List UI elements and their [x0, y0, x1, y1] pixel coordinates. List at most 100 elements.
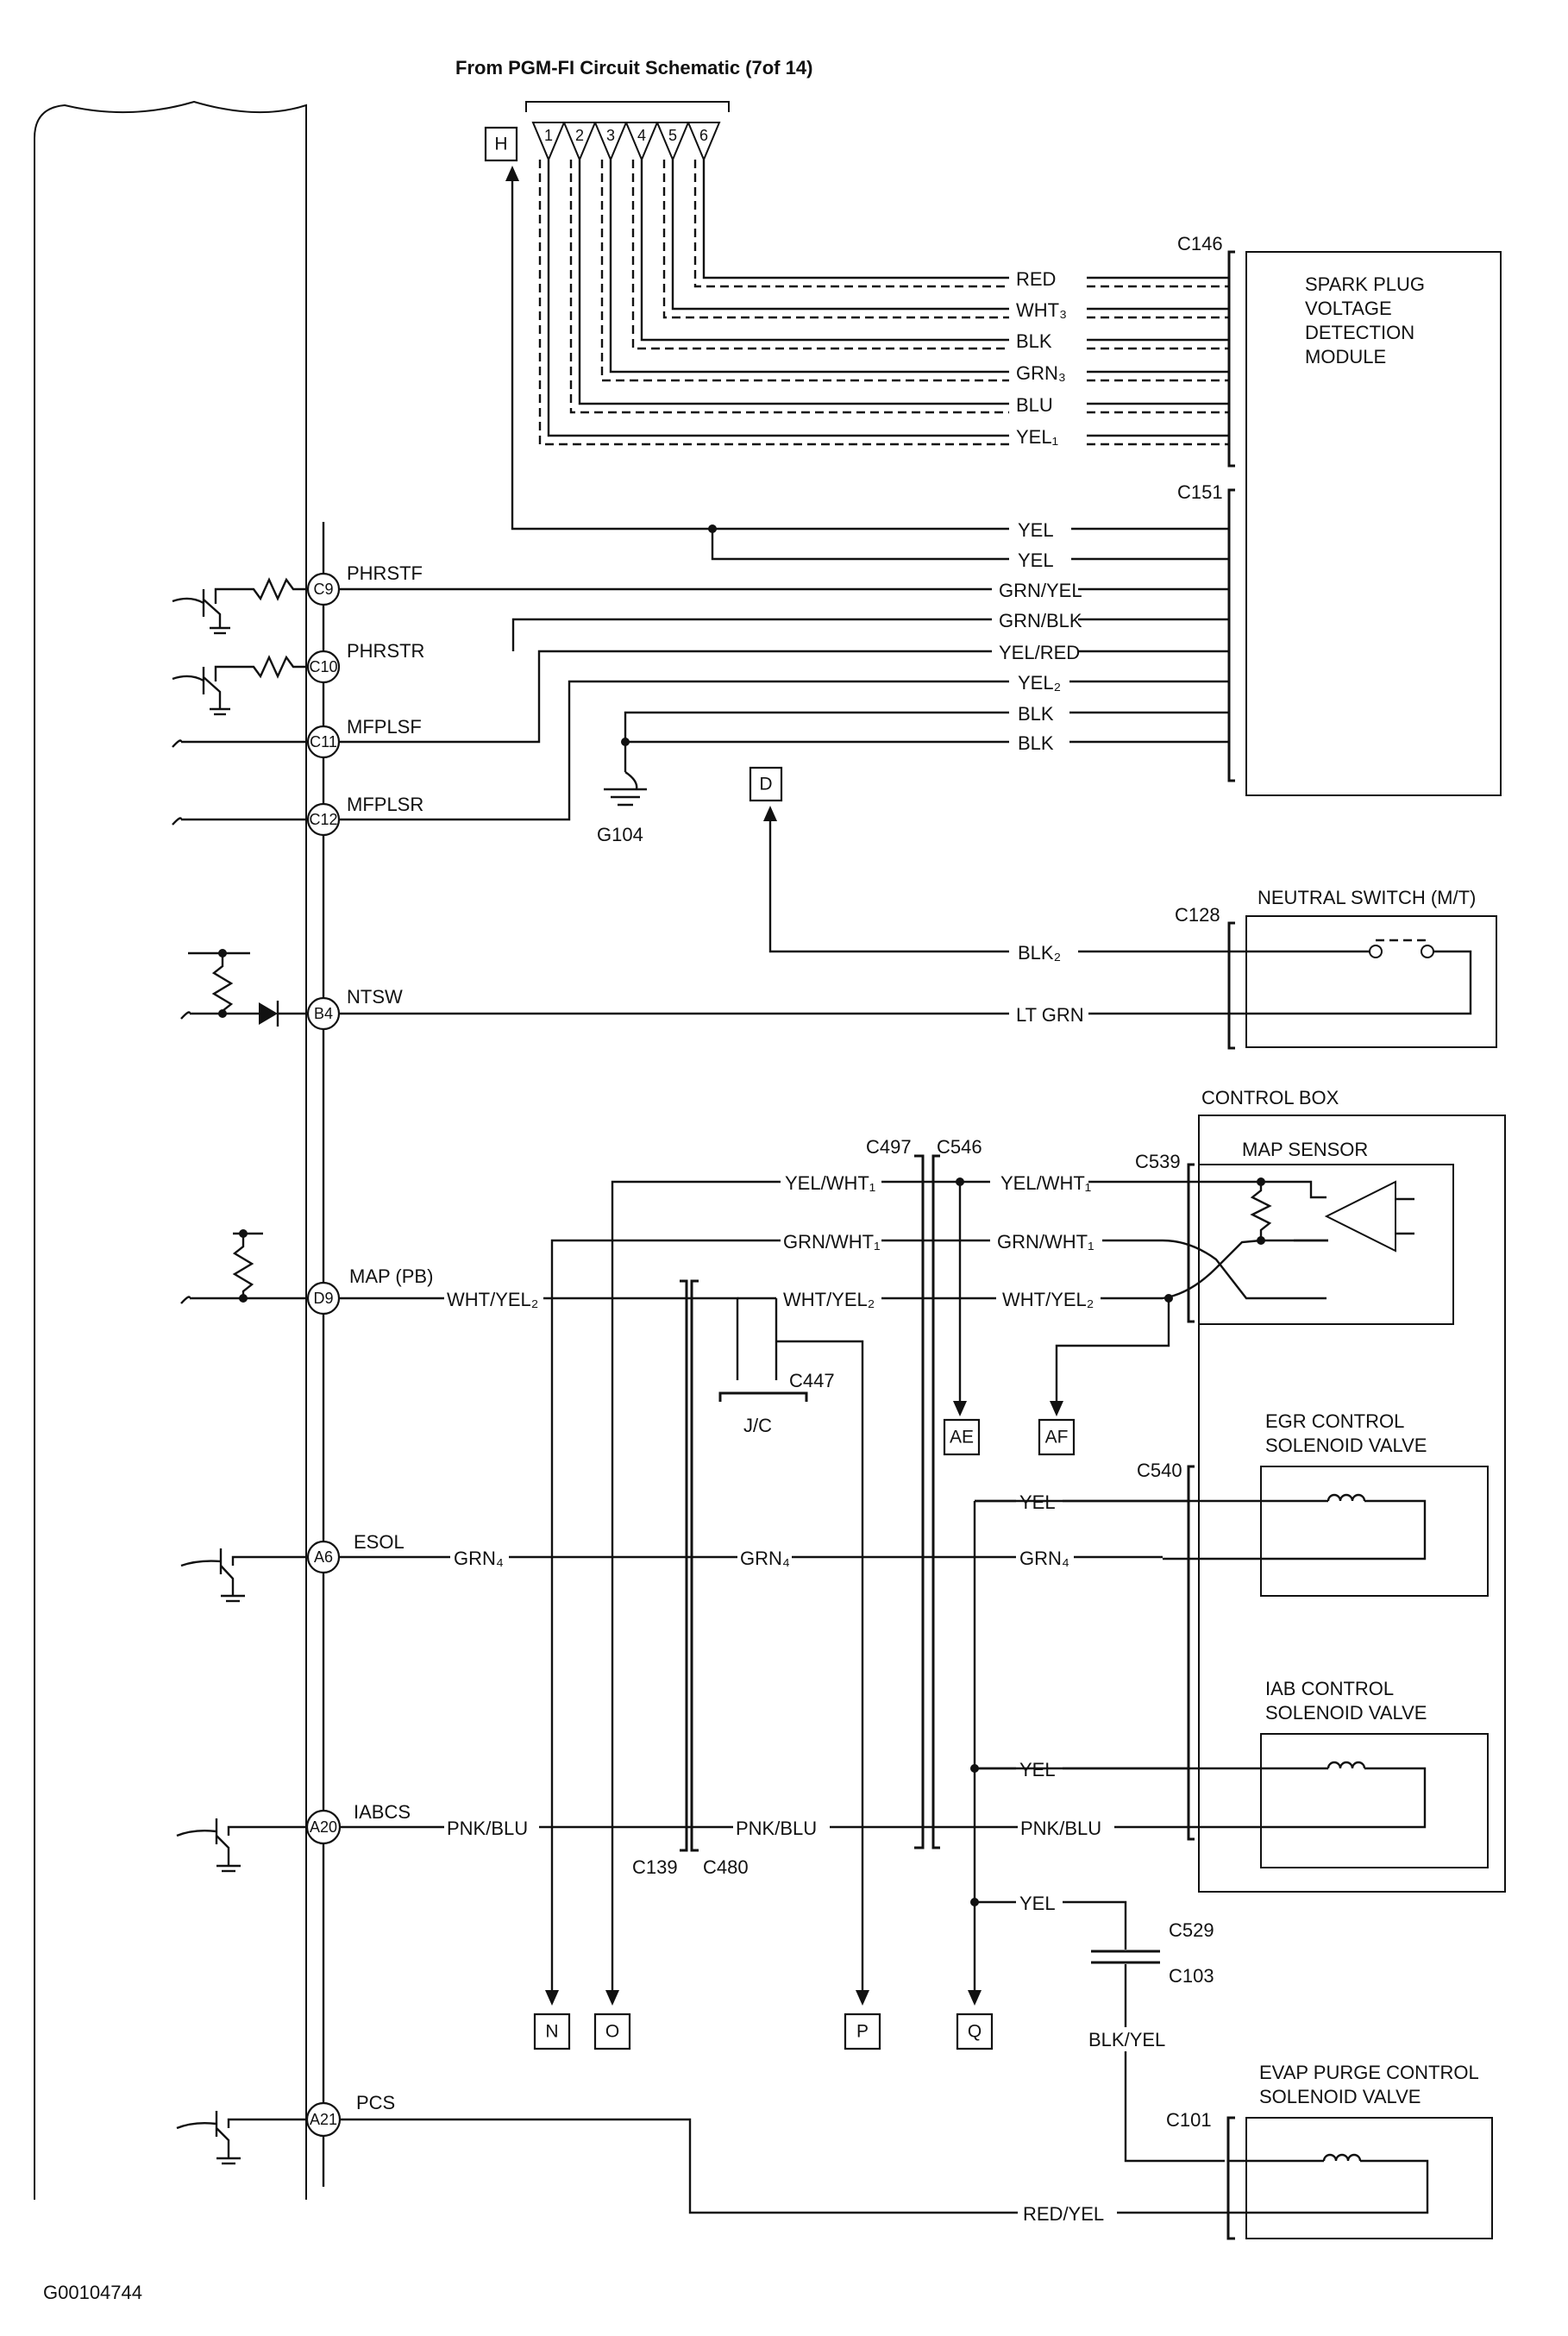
neutral-switch-box	[1245, 915, 1497, 1048]
neutral-switch-symbol	[1229, 939, 1472, 1015]
arrow-ae	[953, 1401, 967, 1416]
wire-label-yel-egr: YEL	[1019, 1491, 1056, 1513]
label-c546: C546	[937, 1136, 982, 1158]
signal-mfplsr: MFPLSR	[347, 794, 423, 815]
signal-pcs: PCS	[356, 2092, 395, 2113]
wire-label-yel-iab: YEL	[1019, 1759, 1056, 1780]
connector-c101	[1226, 2116, 1235, 2240]
iab-valve-box	[1260, 1733, 1489, 1868]
wire-label-yel2: YEL₂	[1018, 672, 1061, 694]
pin-c11: C11	[310, 733, 337, 750]
arrow-q	[968, 1990, 982, 2006]
pin-c12: C12	[309, 811, 337, 828]
pin-c9: C9	[313, 581, 333, 598]
ref-box-af	[1038, 1418, 1076, 1456]
wire-label-grn-wht-a: GRN/WHT₁	[783, 1231, 881, 1253]
wire-yel-trunk	[970, 1499, 1189, 2001]
source-pin-4: 4	[637, 127, 646, 144]
connector-c497	[914, 1154, 925, 1849]
wire-label-red: RED	[1016, 268, 1056, 290]
wire-label-wht3: WHT₃	[1016, 299, 1067, 321]
wire-label-pnk-blu-b: PNK/BLU	[736, 1818, 817, 1839]
ref-label-d: D	[759, 775, 772, 794]
wire-label-blu: BLU	[1016, 394, 1053, 416]
pin-circle-d9	[306, 1281, 341, 1316]
wire-label-yel1: YEL₁	[1016, 426, 1058, 448]
wire-red-yel	[339, 2118, 1228, 2214]
wire-label-yel-evap: YEL	[1019, 1893, 1056, 1914]
label-g104: G104	[597, 824, 643, 845]
evap-valve-coil	[1228, 2153, 1429, 2214]
label-c529: C529	[1169, 1919, 1214, 1941]
control-box-title: CONTROL BOX	[1201, 1087, 1339, 1108]
wire-to-h	[511, 171, 1009, 531]
wire-label-blk-a: BLK	[1018, 703, 1054, 725]
ref-label-af: AF	[1045, 1428, 1069, 1447]
wire-label-blk2: BLK₂	[1018, 942, 1061, 964]
ref-label-n: N	[545, 2022, 558, 2042]
iab-valve-title-2: SOLENOID VALVE	[1265, 1702, 1427, 1724]
wire-blk-yel	[1124, 1964, 1225, 2163]
wire-label-yel-wht-b: YEL/WHT₁	[1000, 1172, 1091, 1194]
pin-c10: C10	[309, 658, 337, 675]
evap-valve-title-2: SOLENOID VALVE	[1259, 2086, 1421, 2107]
wire-label-red-yel: RED/YEL	[1023, 2203, 1104, 2225]
wire-label-grn4-c: GRN₄	[1019, 1548, 1069, 1569]
label-jc: J/C	[743, 1415, 772, 1436]
wire-label-grn-yel: GRN/YEL	[999, 580, 1082, 601]
control-box	[1198, 1115, 1506, 1893]
c146-wires	[538, 160, 1229, 446]
ref-label-h: H	[494, 135, 507, 154]
source-pin-6: 6	[699, 127, 708, 144]
source-pins: 1 2 3 4 5 6	[531, 122, 721, 162]
iab-valve-title-1: IAB CONTROL	[1265, 1678, 1394, 1699]
signal-mfplsf: MFPLSF	[347, 716, 422, 738]
c151-wires	[330, 524, 1229, 821]
evap-valve-box	[1245, 2117, 1493, 2239]
driver-a21	[176, 2111, 307, 2165]
label-c540: C540	[1137, 1460, 1182, 1481]
pin-b4: B4	[314, 1005, 333, 1022]
label-c151: C151	[1177, 481, 1223, 503]
signal-map: MAP (PB)	[349, 1265, 433, 1287]
label-c447: C447	[789, 1370, 835, 1391]
signal-esol: ESOL	[354, 1531, 405, 1553]
wire-label-wht-yel-c: WHT/YEL₂	[1002, 1289, 1094, 1310]
wire-label-pnk-blu-a: PNK/BLU	[447, 1818, 528, 1839]
wire-label-blk-b: BLK	[1018, 732, 1054, 754]
wire-label-yel-wht-a: YEL/WHT₁	[785, 1172, 875, 1194]
wire-label-wht-yel-a: WHT/YEL₂	[447, 1289, 538, 1310]
wire-grn-wht	[550, 1239, 1163, 1997]
d9-input	[180, 1229, 308, 1304]
label-c539: C539	[1135, 1151, 1181, 1172]
source-pin-3: 3	[606, 127, 615, 144]
source-pin-1: 1	[544, 127, 553, 144]
spark-module-line-3: DETECTION	[1305, 322, 1414, 343]
label-c146: C146	[1177, 233, 1223, 254]
wire-label-grn3: GRN₃	[1016, 362, 1066, 384]
pin-a6: A6	[314, 1548, 333, 1566]
label-c128: C128	[1175, 904, 1220, 926]
ref-box-ae	[943, 1418, 981, 1456]
source-pin-2: 2	[575, 127, 584, 144]
arrow-n	[545, 1990, 559, 2006]
input-c11	[172, 739, 308, 748]
ref-box-o	[593, 2013, 631, 2050]
connector-c128	[1227, 921, 1235, 1050]
driver-c9	[172, 577, 308, 635]
wire-label-yel-b: YEL	[1018, 549, 1054, 571]
arrow-af	[1050, 1401, 1063, 1416]
label-c139: C139	[632, 1856, 678, 1878]
connector-c480	[690, 1279, 699, 1852]
wire-label-yel-red: YEL/RED	[999, 642, 1080, 663]
ref-box-q	[956, 2013, 994, 2050]
connector-c151	[1227, 488, 1235, 782]
wire-wht-yel	[339, 1294, 1173, 1997]
wire-label-yel-a: YEL	[1018, 519, 1054, 541]
arrow-d	[763, 806, 777, 821]
driver-a6	[180, 1548, 308, 1603]
arrow-h	[505, 166, 519, 181]
wire-label-grn4-b: GRN₄	[740, 1548, 790, 1569]
egr-valve-box	[1260, 1466, 1489, 1597]
